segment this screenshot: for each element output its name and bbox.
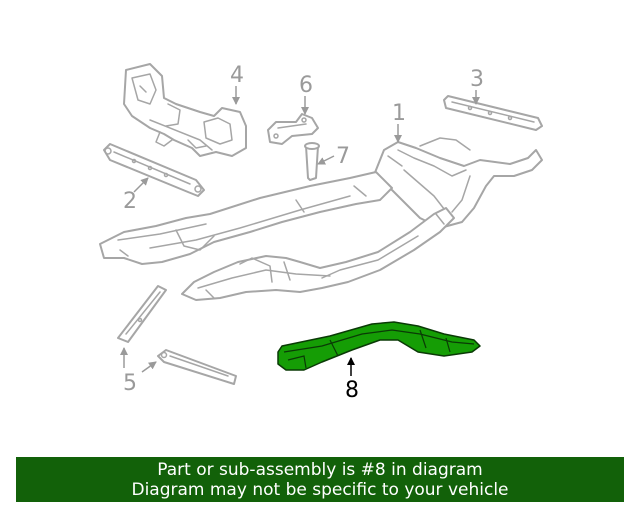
part-5-lower-bar xyxy=(157,349,237,385)
part-4-mount-bracket xyxy=(123,63,247,157)
callout-3: 3 xyxy=(470,67,484,92)
callout-6: 6 xyxy=(299,73,313,98)
callout-8-highlighted: 8 xyxy=(345,378,359,403)
callout-4: 4 xyxy=(230,63,244,88)
part-1-frame xyxy=(99,137,543,301)
leader-2 xyxy=(133,177,149,193)
callout-2: 2 xyxy=(123,189,137,214)
banner-line-2: Diagram may not be specific to your vehi… xyxy=(131,479,509,500)
part-7-sleeve xyxy=(304,142,320,181)
banner-line-1: Part or sub-assembly is #8 in diagram xyxy=(157,459,483,480)
leader-5-lower xyxy=(141,361,157,373)
part-2-link-bar xyxy=(103,143,205,197)
info-banner: Part or sub-assembly is #8 in diagram Di… xyxy=(16,457,624,502)
part-5-upper-bar xyxy=(117,285,167,343)
part-3-crossmember xyxy=(443,95,543,131)
leader-7 xyxy=(317,155,335,165)
callout-7: 7 xyxy=(336,144,350,169)
part-8-frame-rail-highlighted xyxy=(277,321,481,371)
callout-5: 5 xyxy=(123,371,137,396)
part-6-bracket xyxy=(267,113,319,145)
parts-diagram: 1 2 3 4 5 6 7 8 xyxy=(99,63,543,403)
callout-1: 1 xyxy=(392,101,406,126)
